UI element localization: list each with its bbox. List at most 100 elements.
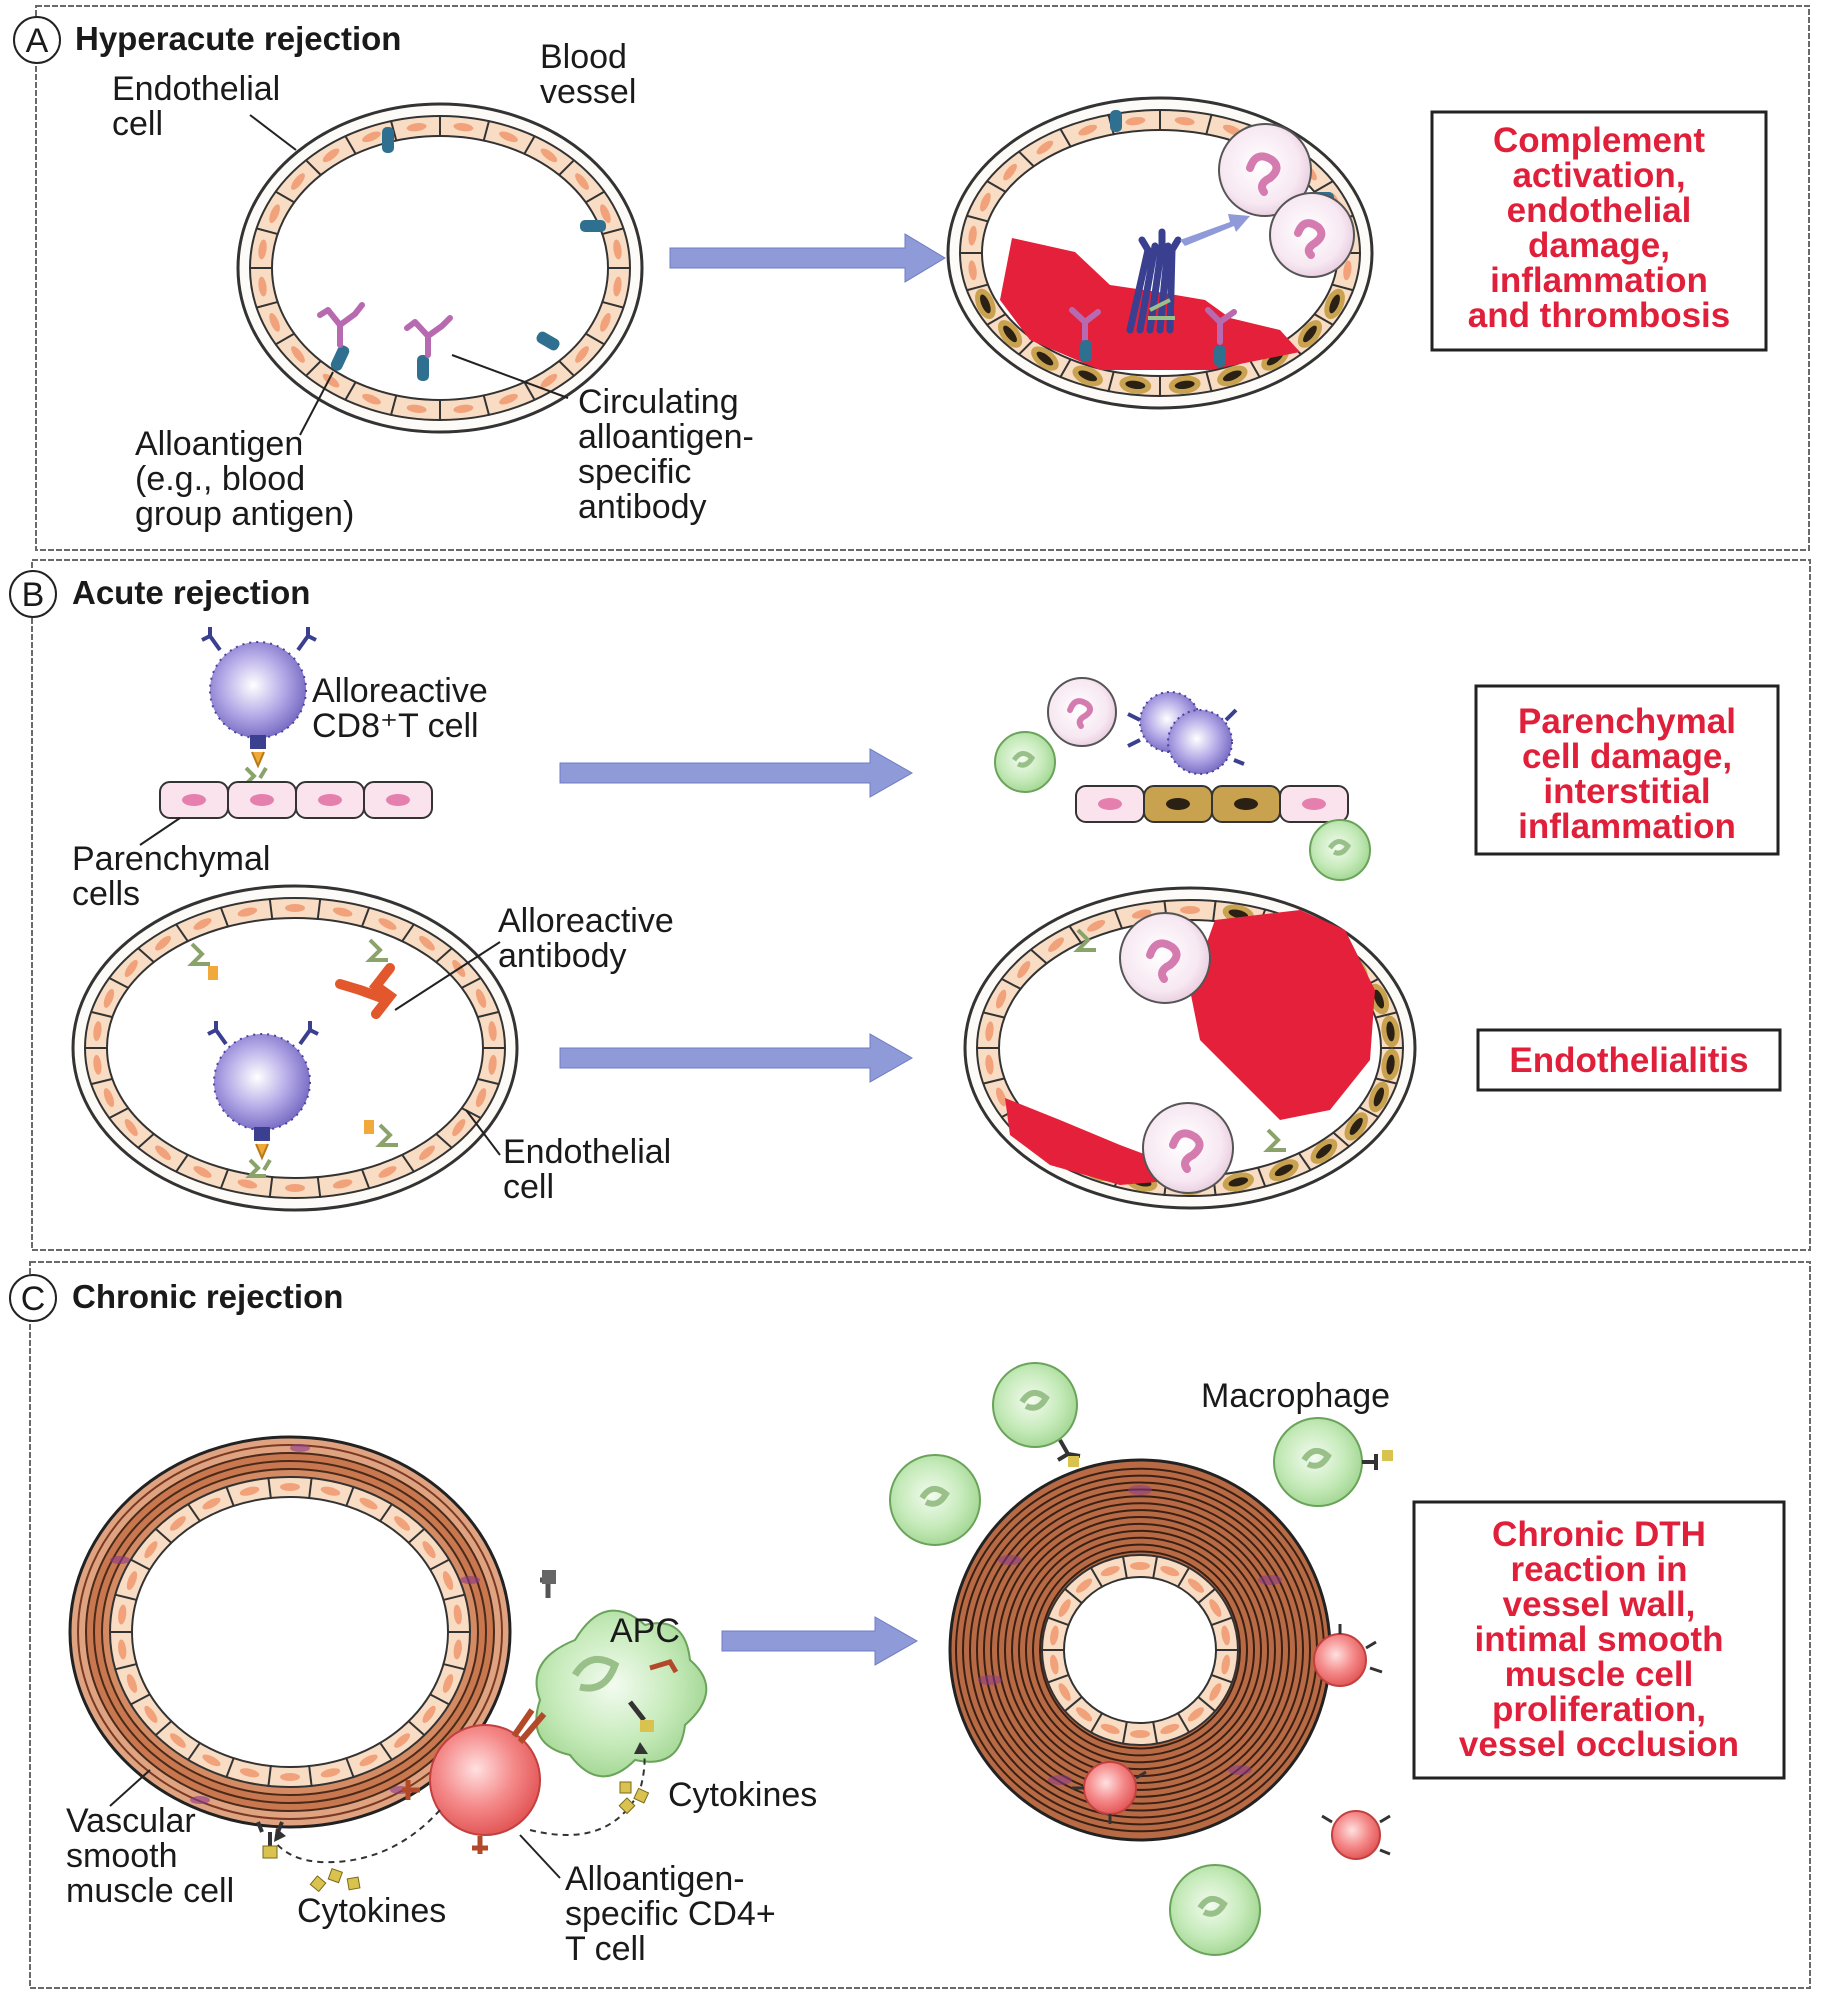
panel-b-letter-circle (9, 570, 57, 618)
label-alloreactive-antibody-1: Alloreactive (498, 902, 674, 940)
cd4-t-cell-wall-2 (1072, 1761, 1147, 1824)
label-blood-vessel-2: vessel (540, 73, 636, 111)
label-alloantigen-3: group antigen) (135, 495, 354, 533)
panel-b-result-box-top (1474, 684, 1780, 856)
label-cd4-t-cell-2: specific CD4+ (565, 1895, 776, 1933)
label-cd4-t-cell-3: T cell (565, 1930, 646, 1968)
neutrophil-b-3 (1142, 1102, 1234, 1194)
arrow-b-bottom (559, 1033, 914, 1083)
result-b-top-line-4: inflammation (1518, 807, 1736, 846)
result-a-line-2: activation, (1512, 156, 1685, 195)
result-c-line-7: vessel occlusion (1459, 1725, 1739, 1764)
macrophage-b-2 (1309, 819, 1371, 881)
result-c-line-6: proliferation, (1492, 1690, 1706, 1729)
acute-vessel-left (71, 884, 519, 1212)
t-cells-attacking (1127, 691, 1245, 775)
result-c-line-5: muscle cell (1505, 1655, 1694, 1694)
panel-a-letter: A (26, 22, 49, 60)
result-a-line-5: inflammation (1490, 261, 1708, 300)
cytokine-path-right (529, 1744, 646, 1836)
panel-a-result-box (1430, 110, 1768, 352)
macrophage-c-2 (889, 1454, 981, 1546)
label-apc: APC (610, 1612, 680, 1650)
label-alloreactive-antibody-2: antibody (498, 937, 627, 975)
label-smooth-muscle-3: muscle cell (66, 1872, 234, 1910)
label-alloantigen-1: Alloantigen (135, 425, 303, 463)
result-a-line-4: damage, (1528, 226, 1670, 265)
neutrophil-b-top (1047, 677, 1117, 747)
panel-b-frame (31, 559, 1811, 1251)
occluded-vessel (948, 1458, 1332, 1842)
panel-b-letter: B (22, 576, 45, 614)
label-parenchymal-1: Parenchymal (72, 840, 270, 878)
panel-a: A Hyperacute rejection Endothelial cell … (13, 16, 1768, 533)
t-cell-in-vessel (207, 1021, 319, 1178)
thrombus-b-upper (1190, 910, 1375, 1120)
apc-cell (535, 1570, 708, 1778)
macrophage-b-1 (994, 731, 1056, 793)
panel-c-frame (29, 1261, 1811, 1989)
panel-a-frame (35, 5, 1810, 551)
result-c-line-3: vessel wall, (1503, 1585, 1696, 1624)
label-endothelial-cell-a-2: cell (112, 105, 163, 143)
arrow-c (721, 1616, 919, 1666)
label-parenchymal-2: cells (72, 875, 140, 913)
label-endothelial-cell-b-2: cell (503, 1168, 554, 1206)
panel-a-result-text: Complement activation, endothelial damag… (1468, 121, 1731, 335)
cd4-t-cell (402, 1708, 547, 1854)
cytokine-path-left (274, 1809, 441, 1864)
macrophage-c-1 (992, 1362, 1081, 1467)
panel-a-title: Hyperacute rejection (75, 20, 401, 57)
label-cd4-t-cell-1: Alloantigen- (565, 1860, 745, 1898)
thrombus-a (1000, 238, 1300, 370)
label-endothelial-cell-b-1: Endothelial (503, 1133, 671, 1171)
result-c-line-4: intimal smooth (1475, 1620, 1724, 1659)
result-a-line-6: and thrombosis (1468, 296, 1731, 335)
panel-c: C Chronic rejection (9, 1274, 1786, 1968)
damaged-parenchymal-row (1075, 785, 1349, 823)
label-cytokines-left: Cytokines (297, 1892, 446, 1930)
macrophage-c-4 (1169, 1864, 1261, 1956)
panel-b-result-box-bottom (1476, 1028, 1782, 1092)
macrophage-c-3 (1273, 1417, 1393, 1507)
panel-b: B Acute rejection Alloreactive CD8⁺T cel… (9, 570, 1782, 1212)
neutrophil-a-1 (1218, 123, 1312, 217)
label-circulating-antibody-1: Circulating (578, 383, 739, 421)
label-cd8-t-cell-2: CD8⁺T cell (312, 707, 479, 745)
result-c-line-1: Chronic DTH (1492, 1515, 1706, 1554)
label-macrophage: Macrophage (1201, 1377, 1390, 1415)
label-circulating-antibody-2: alloantigen- (578, 418, 754, 456)
label-cd8-t-cell-1: Alloreactive (312, 672, 488, 710)
label-alloantigen-2: (e.g., blood (135, 460, 305, 498)
neutrophil-b-2 (1119, 912, 1211, 1004)
panel-a-letter-circle (13, 16, 61, 64)
chronic-vessel-left (68, 1435, 512, 1859)
acute-vessel-right (963, 886, 1417, 1210)
label-blood-vessel-1: Blood (540, 38, 627, 76)
alloantigen-marks (317, 302, 453, 358)
cd4-t-cell-wall-1 (1313, 1624, 1383, 1687)
panel-c-letter-circle (9, 1274, 57, 1322)
cytokine-dots (309, 1781, 650, 1893)
result-b-top-line-1: Parenchymal (1518, 702, 1736, 741)
panel-c-letter: C (21, 1280, 46, 1318)
result-b-bottom-line-1: Endothelialitis (1509, 1041, 1748, 1080)
damaged-blood-vessel (946, 96, 1374, 410)
result-a-line-1: Complement (1493, 121, 1705, 160)
arrow-b-top (559, 748, 914, 798)
label-smooth-muscle-2: smooth (66, 1837, 178, 1875)
result-b-top-line-2: cell damage, (1522, 737, 1732, 776)
arrow-a (669, 233, 946, 283)
neutrophil-a-2 (1269, 192, 1355, 278)
parenchymal-cell-row (159, 781, 433, 819)
label-endothelial-cell-a-1: Endothelial (112, 70, 280, 108)
result-c-line-2: reaction in (1511, 1550, 1688, 1589)
panel-c-title: Chronic rejection (72, 1278, 343, 1315)
panel-b-title: Acute rejection (72, 574, 310, 611)
circulating-antibody-marks (330, 127, 606, 381)
label-smooth-muscle-1: Vascular (66, 1802, 196, 1840)
normal-blood-vessel (236, 102, 644, 434)
panel-c-result-box (1412, 1500, 1786, 1780)
cd4-t-cell-free (1321, 1810, 1391, 1860)
